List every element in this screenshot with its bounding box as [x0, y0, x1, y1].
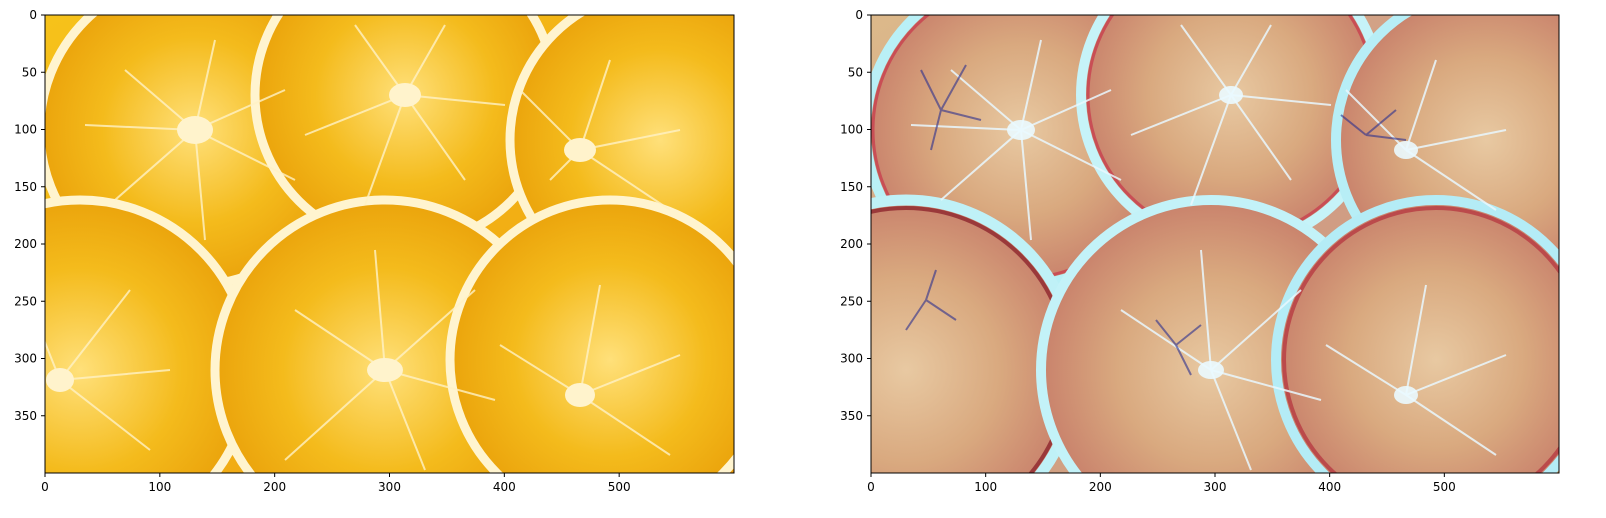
- y-tick-label: 100: [14, 123, 37, 137]
- y-tick-label: 300: [14, 352, 37, 366]
- y-tick-label: 350: [14, 409, 37, 423]
- x-tick-label: 400: [493, 480, 516, 494]
- y-tick-label: 350: [840, 409, 863, 423]
- y-tick-label: 0: [855, 8, 863, 22]
- x-tick-label: 100: [148, 480, 171, 494]
- x-tick-label: 200: [1089, 480, 1112, 494]
- y-tick-label: 200: [840, 237, 863, 251]
- orange-slice: [445, 195, 734, 473]
- x-tick-label: 0: [867, 480, 875, 494]
- y-tick-label: 150: [14, 180, 37, 194]
- stylized-slice: [1271, 195, 1559, 473]
- segment-lines: [45, 24, 681, 471]
- y-tick-label: 250: [840, 294, 863, 308]
- pith-centers: [46, 83, 596, 407]
- y-tick-label: 200: [14, 237, 37, 251]
- y-tick-label: 0: [29, 8, 37, 22]
- stylized-dark-spokes: [905, 64, 1407, 376]
- x-tick-label: 100: [974, 480, 997, 494]
- x-tick-label: 400: [1318, 480, 1341, 494]
- y-tick-label: 50: [848, 65, 863, 79]
- x-tick-label: 500: [608, 480, 631, 494]
- x-tick-label: 0: [41, 480, 49, 494]
- y-tick-label: 300: [840, 352, 863, 366]
- x-tick-label: 300: [378, 480, 401, 494]
- stylized-centers: [1007, 86, 1418, 404]
- y-tick-label: 250: [14, 294, 37, 308]
- y-tick-label: 100: [840, 123, 863, 137]
- left-image: [45, 15, 734, 473]
- x-tick-label: 200: [263, 480, 286, 494]
- y-tick-label: 50: [22, 65, 37, 79]
- y-tick-label: 150: [840, 180, 863, 194]
- x-tick-label: 300: [1204, 480, 1227, 494]
- stylized-slice: [871, 194, 1082, 473]
- stylized-spokes: [910, 24, 1507, 471]
- right-image: [871, 15, 1559, 473]
- x-tick-label: 500: [1433, 480, 1456, 494]
